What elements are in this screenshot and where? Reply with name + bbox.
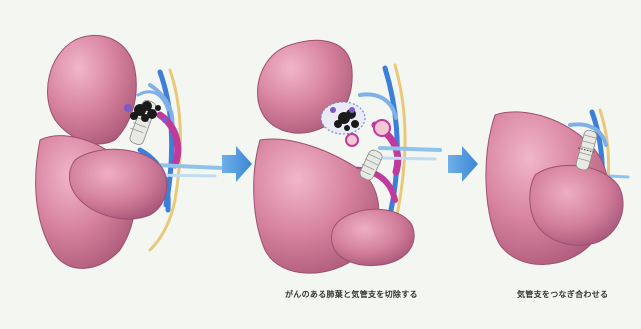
panel-anastomosis (486, 110, 628, 265)
upper-lobe-panel1 (48, 35, 137, 144)
lymph-node (124, 104, 132, 112)
arrow-step1 (222, 146, 252, 182)
middle-lobe-panel3 (530, 165, 623, 245)
caption-anastomosis: 気管支をつなぎ合わせる (517, 289, 608, 300)
arrow-step2 (448, 146, 478, 182)
cut-vessel-end (374, 120, 390, 136)
cut-vessel-end (346, 134, 358, 146)
lymph-node (162, 117, 168, 123)
caption-resection: がんのある肺葉と気管支を切除する (285, 289, 418, 300)
panel-resection (254, 40, 440, 273)
lymph-node (330, 107, 336, 113)
lymph-node (349, 107, 355, 113)
panel-before-surgery (36, 35, 222, 268)
middle-lobe-panel2 (331, 209, 414, 265)
